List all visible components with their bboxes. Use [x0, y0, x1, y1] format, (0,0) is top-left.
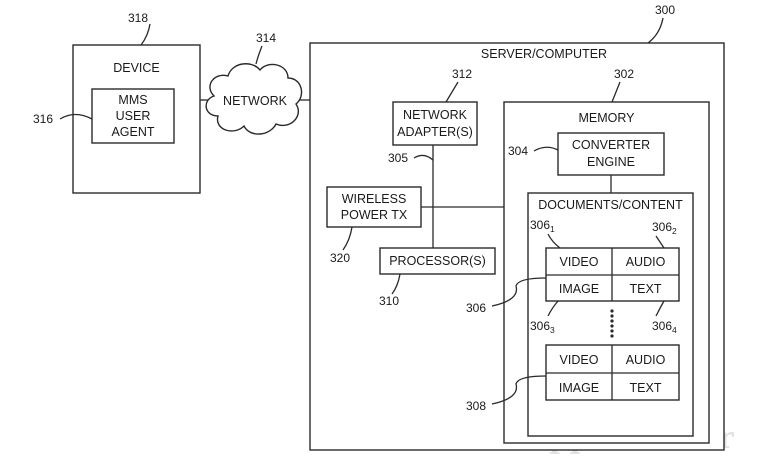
agent-line-2: USER [116, 109, 151, 123]
wireless-line-2: POWER TX [341, 208, 408, 222]
documents-label: DOCUMENTS/CONTENT [538, 198, 683, 212]
memory-ref-leader [611, 81, 621, 103]
dot-3 [610, 319, 614, 323]
ref-306-1-leader [547, 233, 561, 249]
converter-ref-leader [533, 146, 559, 152]
converter-ref: 304 [508, 144, 528, 158]
adapter-line-2: ADAPTER(S) [397, 125, 473, 139]
ref-306-3-leader [547, 300, 559, 317]
memory-label: MEMORY [578, 111, 635, 125]
grid-2-video: VIDEO [560, 353, 599, 367]
agent-ref: 316 [33, 112, 53, 126]
dot-6 [610, 334, 614, 338]
network-ref-leader [255, 45, 263, 65]
network-label: NETWORK [223, 94, 288, 108]
dot-1 [610, 309, 614, 313]
mms-agent-box [91, 88, 175, 144]
server-ref: 300 [655, 3, 675, 17]
device-ref-leader [140, 23, 151, 46]
dot-2 [610, 314, 614, 318]
agent-line-1: MMS [118, 93, 147, 107]
adapter-ref-leader [445, 81, 459, 103]
ref-306-2-leader [655, 235, 665, 249]
server-label: SERVER/COMPUTER [481, 47, 607, 61]
ref-306-1: 3061 [530, 218, 555, 234]
converter-engine-box [557, 132, 665, 176]
grid-2-text: TEXT [630, 381, 662, 395]
dot-4 [610, 324, 614, 328]
ref-306: 306 [466, 301, 486, 315]
grid-2-image: IMAGE [559, 381, 599, 395]
grid-1-text: TEXT [630, 282, 662, 296]
bus-ref-leader [413, 154, 434, 161]
server-ref-leader [647, 17, 664, 44]
wireless-line-1: WIRELESS [342, 192, 407, 206]
memory-ref: 302 [614, 67, 634, 81]
agent-line-3: AGENT [111, 125, 154, 139]
network-ref: 314 [256, 31, 276, 45]
adapter-line-1: NETWORK [403, 108, 468, 122]
ref-308-leader [491, 375, 547, 405]
dot-5 [610, 329, 614, 333]
bus-ref: 305 [388, 151, 408, 165]
network-cloud [205, 63, 303, 135]
grid-2-audio: AUDIO [626, 353, 666, 367]
wireless-power-box [326, 186, 422, 228]
ref-306-3: 3063 [530, 319, 555, 335]
ref-306-4: 3064 [652, 319, 677, 335]
processor-ref-leader [391, 273, 401, 295]
wireless-ref-leader [342, 226, 353, 251]
grid-1-audio: AUDIO [626, 255, 666, 269]
adapter-ref: 312 [452, 67, 472, 81]
agent-ref-leader [59, 113, 93, 120]
ref-306-2: 3062 [652, 220, 677, 236]
device-ref: 318 [128, 11, 148, 25]
content-grid-2: VIDEO AUDIO IMAGE TEXT [545, 344, 680, 401]
device-label: DEVICE [113, 61, 160, 75]
grid-1-image: IMAGE [559, 282, 599, 296]
ref-306-4-leader [655, 300, 665, 317]
ellipsis-dots [610, 309, 614, 338]
ref-306-leader [491, 277, 547, 307]
grid-1-video: VIDEO [560, 255, 599, 269]
network-adapter-box [392, 101, 478, 146]
processor-ref: 310 [379, 294, 399, 308]
ref-308: 308 [466, 399, 486, 413]
content-grid-1: VIDEO AUDIO IMAGE TEXT [545, 247, 680, 302]
wireless-ref: 320 [330, 251, 350, 265]
processor-label: PROCESSOR(S) [389, 254, 486, 268]
converter-line-2: ENGINE [587, 155, 635, 169]
processor-box [379, 247, 496, 275]
converter-line-1: CONVERTER [572, 138, 650, 152]
